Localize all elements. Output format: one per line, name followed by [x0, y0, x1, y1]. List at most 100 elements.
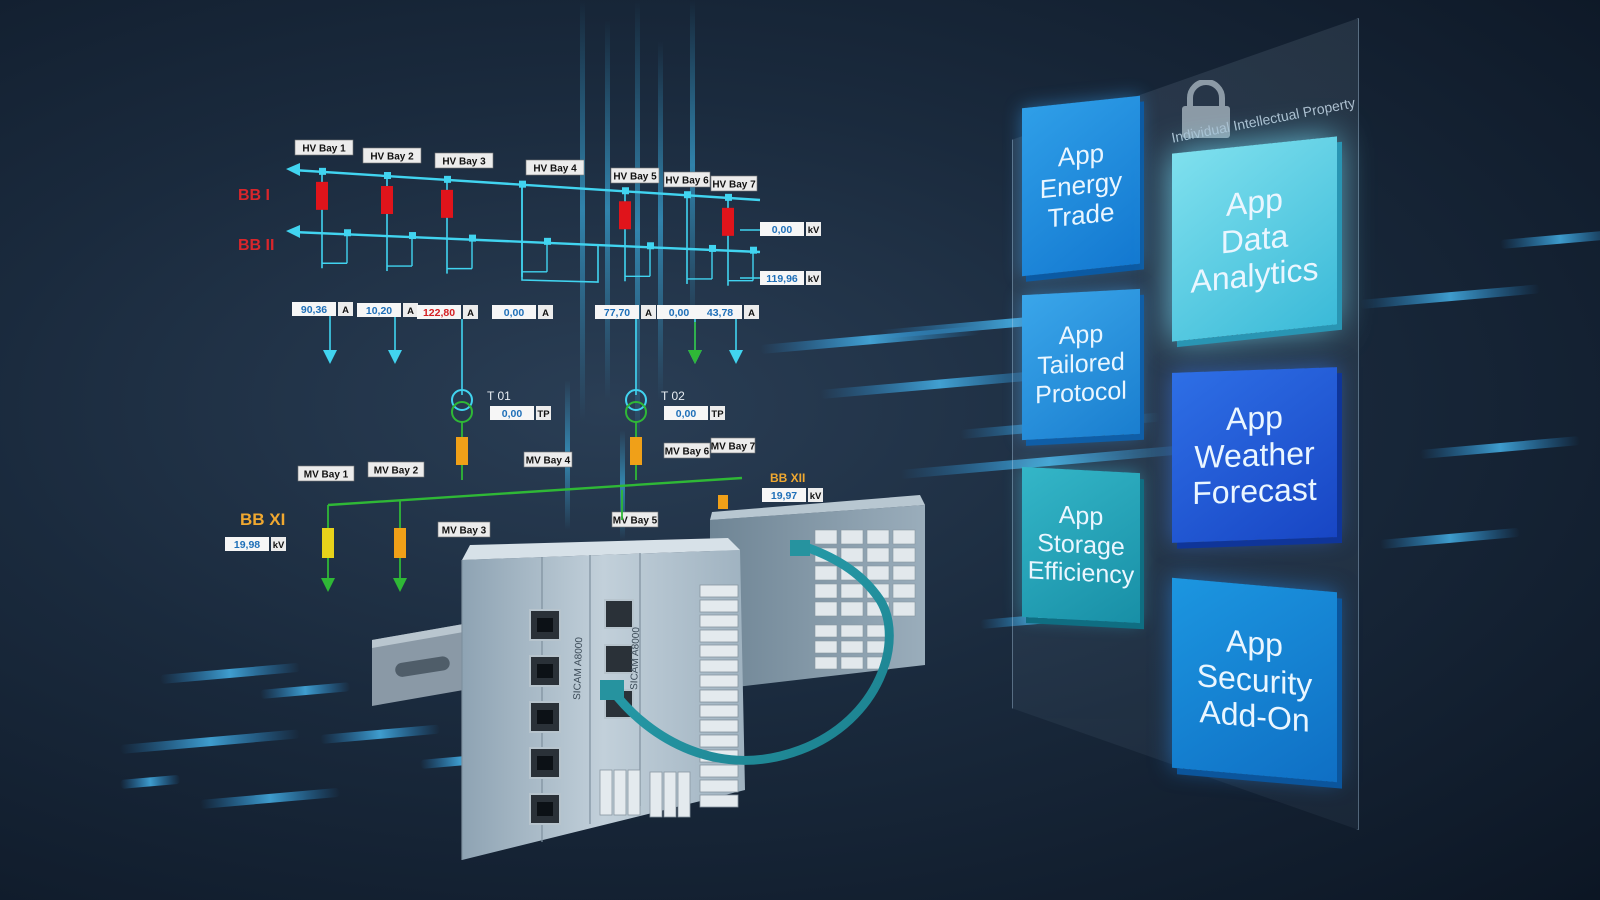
main-device	[461, 538, 745, 860]
terminal-block	[840, 656, 864, 670]
voltage-bb2-value: 119,96	[766, 273, 798, 285]
current-4-unit-box	[538, 305, 553, 319]
busbar-arrow	[286, 163, 300, 176]
tap-1-value: 0,00	[502, 408, 523, 420]
current-2-value: 10,20	[366, 305, 392, 317]
app-storage-efficiency-tile[interactable]: App Storage Efficiency	[1022, 466, 1140, 624]
mv-bay-label: MV Bay 6	[665, 447, 710, 458]
terminal-block	[649, 771, 663, 818]
app-security-addon-tile[interactable]: App Security Add-On	[1172, 577, 1337, 783]
terminal-block	[840, 529, 864, 545]
app-data-analytics-tile[interactable]: App Data Analytics	[1172, 136, 1337, 342]
ethernet-port	[529, 655, 561, 687]
ethernet-port-socket	[537, 802, 553, 816]
mv-bay-label: MV Bay 2	[374, 466, 419, 477]
ethernet-port-socket	[537, 664, 553, 678]
current-6-box	[657, 305, 701, 319]
mv-bay-label-box	[523, 451, 573, 468]
breaker-closed	[316, 181, 328, 210]
busbar-label-bb12: BB XII	[770, 471, 805, 485]
terminal-block	[699, 659, 739, 673]
busbar-bb1	[292, 168, 761, 202]
tap-2-value: 0,00	[676, 408, 697, 420]
data-stream	[160, 663, 300, 684]
terminal-block	[613, 769, 627, 816]
data-stream	[820, 369, 1060, 399]
current-7-unit-box	[744, 305, 759, 319]
hv-bay-label: HV Bay 7	[712, 180, 756, 191]
hv-bay-label-box	[710, 175, 758, 192]
data-stream	[1500, 229, 1600, 249]
ethernet-port	[604, 599, 634, 629]
app-label: App Weather Forecast	[1192, 398, 1317, 512]
terminal-block	[892, 529, 916, 545]
breaker-mv	[630, 437, 642, 465]
bus-coupler	[521, 186, 599, 283]
hv-bay-label-box	[294, 139, 354, 156]
transformer-name: T 01	[487, 389, 511, 403]
device-label: SICAM A8000	[629, 627, 642, 691]
disconnector	[622, 187, 629, 195]
terminal-block	[814, 656, 838, 670]
current-7-value: 43,78	[707, 307, 733, 319]
disconnector	[519, 180, 526, 188]
voltage-bb12-box	[762, 488, 806, 502]
disconnector	[469, 234, 476, 242]
transformer-winding	[451, 389, 473, 411]
app-energy-trade-tile[interactable]: App Energy Trade	[1022, 95, 1140, 277]
disconnector	[647, 242, 654, 250]
tap-1-unit: TP	[537, 409, 550, 420]
hv-bay-label-box	[362, 147, 422, 164]
voltage-bb12-value: 19,97	[771, 490, 797, 502]
disconnector	[319, 167, 326, 175]
breaker-mv	[322, 528, 334, 558]
tap-2-unit: TP	[711, 409, 724, 420]
mv-bay-label: MV Bay 4	[526, 456, 571, 467]
ethernet-port-socket	[537, 618, 553, 632]
busbar-arrow	[286, 225, 300, 238]
app-tailored-protocol-tile[interactable]: App Tailored Protocol	[1022, 288, 1140, 441]
terminal-block	[699, 719, 739, 733]
data-stream	[1420, 436, 1580, 459]
voltage-bb1-value: 0,00	[772, 224, 793, 236]
terminal-block	[677, 771, 691, 818]
current-1-box	[292, 302, 336, 316]
data-stream	[1380, 528, 1520, 549]
voltage-bb12-unit-box	[808, 488, 823, 502]
terminal-block	[627, 769, 641, 816]
busbar-label-bb1: BB I	[238, 187, 270, 204]
transformer-winding	[625, 389, 647, 411]
disconnector	[544, 237, 551, 245]
breaker-closed	[441, 189, 453, 218]
disconnector	[384, 172, 391, 180]
outgoing-arrow	[688, 350, 702, 364]
current-5-value: 77,70	[604, 307, 630, 319]
terminal-block	[814, 624, 838, 638]
current-3-unit: A	[467, 308, 474, 319]
voltage-bb12-unit: kV	[810, 491, 822, 502]
mv-bay-label: MV Bay 3	[442, 526, 487, 537]
tap-2-box	[664, 406, 708, 420]
voltage-bb11-unit-box	[271, 537, 286, 551]
terminal-block	[699, 614, 739, 628]
tap-1-box	[490, 406, 534, 420]
cable-plug	[790, 540, 810, 556]
disconnector	[725, 193, 732, 201]
terminal-block	[840, 547, 864, 563]
app-weather-forecast-tile[interactable]: App Weather Forecast	[1172, 367, 1337, 543]
current-5-unit: A	[645, 308, 652, 319]
terminal-block	[814, 583, 838, 599]
current-1-unit-box	[338, 302, 353, 316]
terminal-block	[814, 529, 838, 545]
mv-bay-label-box	[367, 461, 425, 478]
data-stream	[580, 0, 585, 420]
app-label: App Storage Efficiency	[1027, 500, 1135, 591]
breaker-mv	[456, 437, 468, 465]
outgoing-arrow	[321, 578, 335, 592]
voltage-bb11-unit: kV	[273, 540, 285, 551]
data-stream	[690, 0, 695, 330]
voltage-bb1-box	[760, 222, 804, 236]
terminal-block	[840, 640, 864, 654]
mv-bay-label-box	[297, 465, 355, 482]
